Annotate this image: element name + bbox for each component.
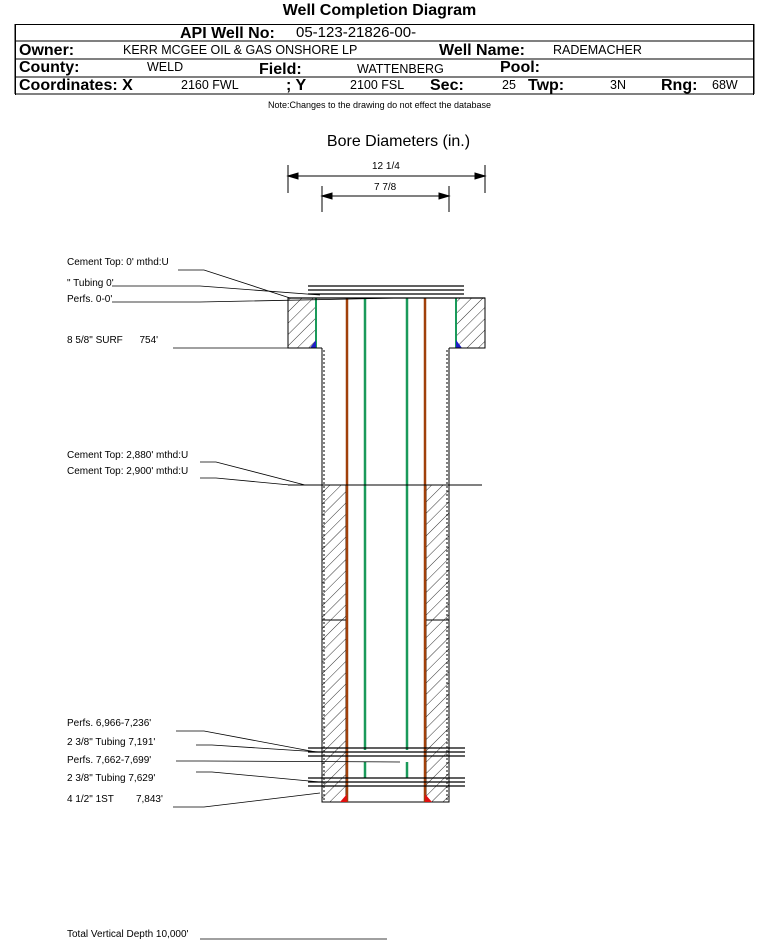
surface-casing: [310, 298, 462, 348]
outer-diameter-label: 12 1/4: [372, 161, 400, 172]
county-label: County:: [19, 59, 80, 76]
database-note: Note:Changes to the drawing do not effec…: [268, 100, 491, 110]
annotation-cement-top-0: Cement Top: 0' mthd:U: [67, 257, 169, 268]
leader-lines: [112, 269, 401, 940]
surface-shoe-right: [456, 340, 462, 348]
field-value: WATTENBERG: [357, 62, 444, 76]
annotation-tubing-7191: 2 3/8" Tubing 7,191': [67, 737, 156, 748]
api-label: API Well No:: [180, 25, 275, 42]
tubing: [363, 298, 409, 778]
coord-x-value: 2160 FWL: [181, 78, 239, 92]
annotation-tubing-7629: 2 3/8" Tubing 7,629': [67, 773, 156, 784]
production-casing: [340, 298, 432, 802]
sec-label: Sec:: [430, 77, 464, 94]
coord-x-label: Coordinates: X: [19, 77, 133, 94]
owner-label: Owner:: [19, 42, 75, 59]
annotation-perfs-6966: Perfs. 6,966-7,236': [67, 718, 152, 729]
rng-value: 68W: [712, 78, 738, 92]
dimension-lines: [286, 165, 487, 212]
top-plates: [288, 285, 485, 299]
field-label: Field:: [259, 61, 302, 78]
annotation-tubing-0: " Tubing 0': [67, 278, 114, 289]
coord-y-value: 2100 FSL: [350, 78, 405, 92]
twp-value: 3N: [610, 78, 626, 92]
api-value: 05-123-21826-00-: [296, 24, 417, 41]
rng-label: Rng:: [661, 77, 698, 94]
production-shoe-right: [425, 794, 432, 802]
diagram-title: Well Completion Diagram: [282, 2, 477, 19]
production-shoe-left: [340, 794, 347, 802]
hole-outline: [288, 347, 485, 803]
owner-value: KERR MCGEE OIL & GAS ONSHORE LP: [123, 43, 358, 57]
well-name-value: RADEMACHER: [553, 43, 642, 57]
production-cement: [321, 484, 450, 803]
surface-cement: [287, 297, 486, 349]
annotation-production-casing: 4 1/2" 1ST 7,843': [67, 794, 163, 805]
bore-diameters-title: Bore Diameters (in.): [326, 133, 471, 150]
annotation-perfs-7662: Perfs. 7,662-7,699': [67, 755, 152, 766]
surface-shoe-left: [310, 340, 316, 348]
sec-value: 25: [502, 78, 516, 92]
lower-markers: [308, 747, 465, 787]
pool-label: Pool:: [500, 59, 540, 76]
inner-diameter-label: 7 7/8: [374, 182, 397, 193]
twp-label: Twp:: [528, 77, 565, 94]
annotation-perfs-0: Perfs. 0-0': [67, 294, 113, 305]
annotation-cement-top-2880: Cement Top: 2,880' mthd:U: [67, 450, 189, 461]
coord-y-label: ; Y: [286, 77, 307, 94]
annotation-cement-top-2900: Cement Top: 2,900' mthd:U: [67, 466, 189, 477]
well-name-label: Well Name:: [439, 42, 525, 59]
annotation-surface-casing: 8 5/8" SURF 754': [67, 335, 159, 346]
annotation-total-depth: Total Vertical Depth 10,000': [67, 929, 189, 940]
county-value: WELD: [147, 60, 184, 74]
